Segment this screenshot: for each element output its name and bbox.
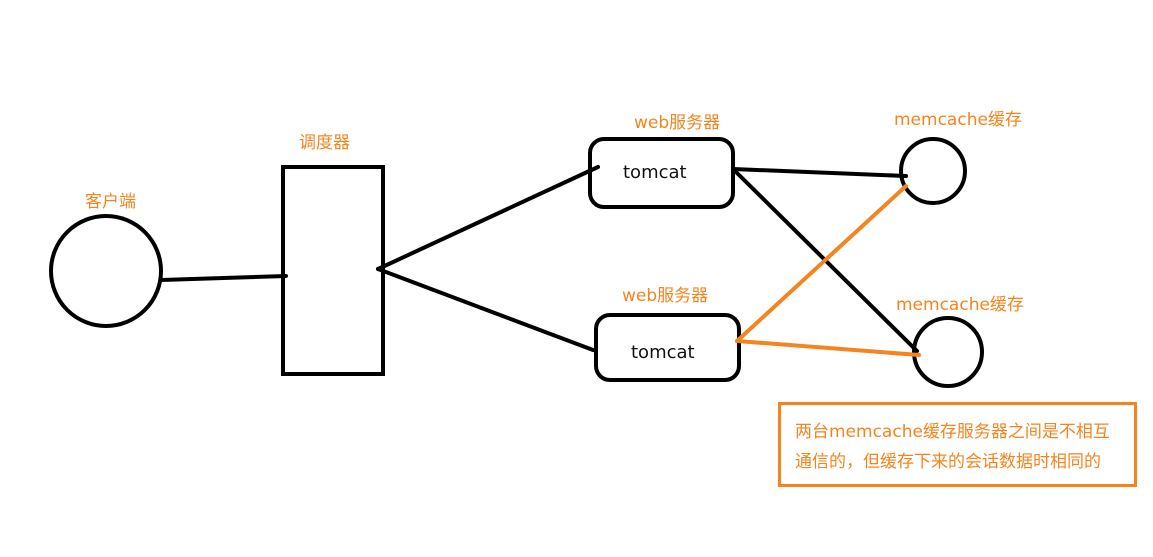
- web-server-2-node: [594, 313, 741, 382]
- note-line-1: 两台memcache缓存服务器之间是不相互: [795, 422, 1110, 442]
- client-node: [49, 214, 163, 328]
- note-line-2: 通信的，但缓存下来的会话数据时相同的: [795, 452, 1101, 472]
- edge-web1-memcache1: [731, 167, 908, 178]
- edge-client-scheduler: [159, 274, 288, 282]
- web-server-2-label: web服务器: [622, 286, 708, 306]
- memcache-1-node: [899, 137, 967, 205]
- tomcat-1-label: tomcat: [623, 162, 687, 183]
- note-box: 两台memcache缓存服务器之间是不相互 通信的，但缓存下来的会话数据时相同的: [778, 402, 1137, 487]
- web-server-1-node: [588, 137, 735, 209]
- client-label: 客户端: [85, 192, 136, 212]
- edge-scheduler-web2: [376, 267, 595, 352]
- tomcat-2-label: tomcat: [631, 342, 695, 363]
- edge-web2-memcache1: [735, 184, 908, 343]
- edge-web2-memcache2: [735, 339, 921, 357]
- web-server-1-label: web服务器: [634, 113, 720, 133]
- scheduler-label: 调度器: [299, 133, 350, 153]
- edge-scheduler-web1: [376, 165, 600, 271]
- memcache-1-label: memcache缓存: [894, 110, 1022, 130]
- scheduler-node: [281, 165, 385, 376]
- memcache-2-node: [912, 316, 984, 388]
- memcache-2-label: memcache缓存: [896, 295, 1024, 315]
